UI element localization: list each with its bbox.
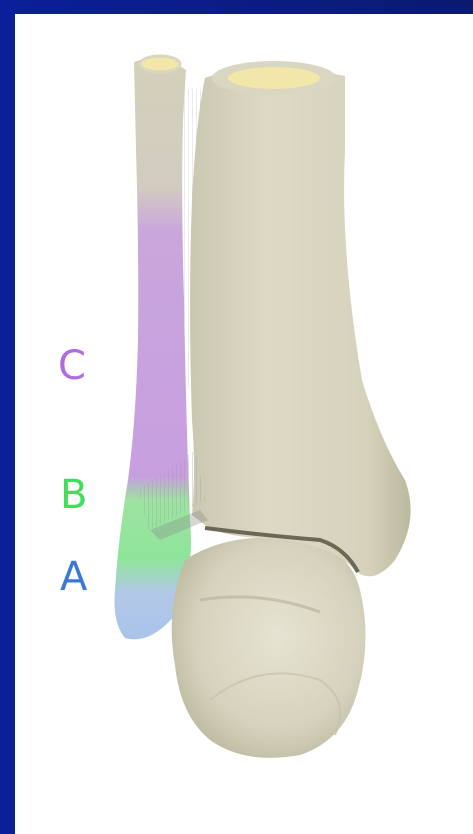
fibula-bone — [114, 58, 191, 639]
zone-b-label: B — [60, 475, 87, 515]
tibia-marrow-inner — [228, 67, 320, 89]
tibia-bone — [190, 67, 411, 576]
fibula-marrow — [140, 56, 180, 72]
talus-bone — [172, 538, 366, 758]
zone-a-label: A — [60, 557, 87, 597]
zone-c-label: C — [58, 346, 86, 386]
